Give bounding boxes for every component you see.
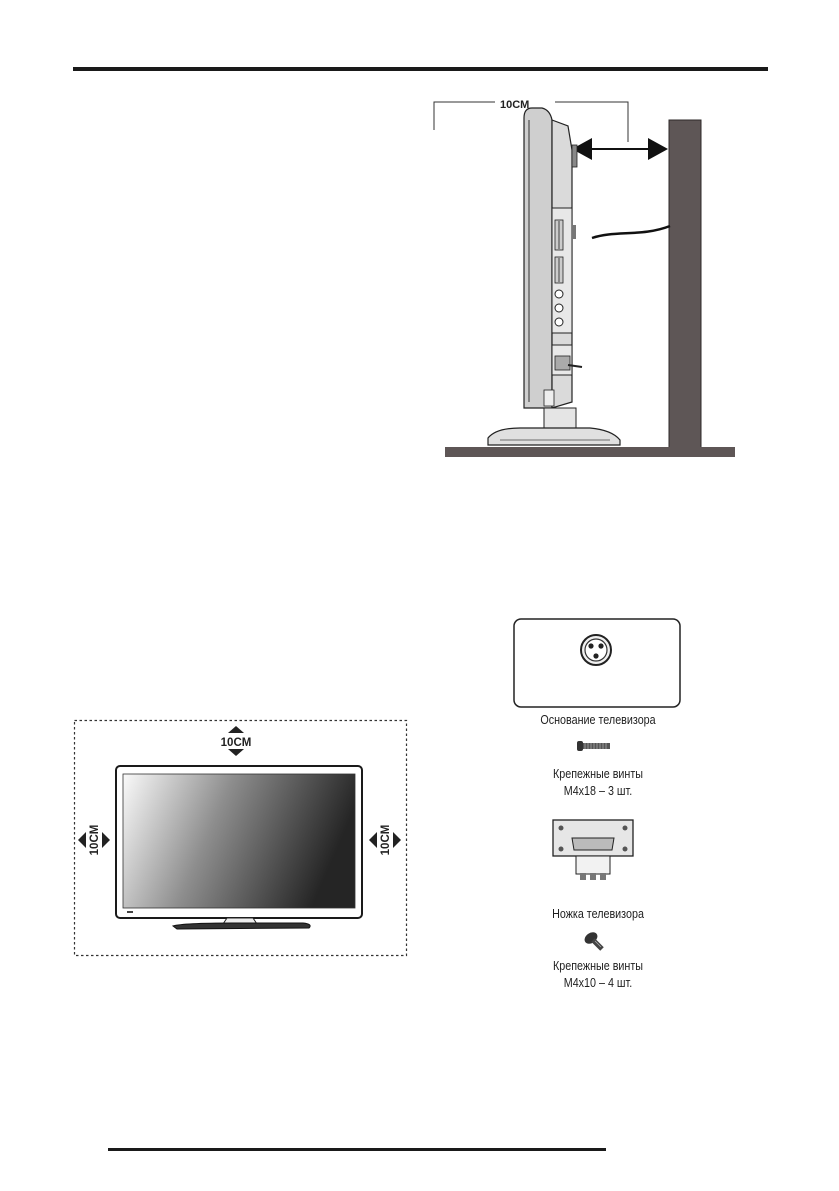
wall <box>668 119 702 454</box>
floor <box>445 447 735 457</box>
base-label: Основание телевизора <box>540 713 656 727</box>
screws-long-title: Крепежные винты <box>552 767 644 781</box>
clearance-right-marker: 10CM <box>369 825 401 856</box>
clearance-boundary <box>73 719 408 957</box>
power-cable <box>591 224 671 240</box>
bottom-rule <box>108 1148 606 1151</box>
side-gap-label: 10CM <box>500 99 529 111</box>
left-clearance-label: 10CM <box>89 825 101 856</box>
double-arrow-icon <box>572 138 668 160</box>
clearance-top-marker: 10CM <box>221 726 252 756</box>
screws-short-spec: M4x10 – 4 шт. <box>563 976 633 990</box>
stand-label: Ножка телевизора <box>552 907 644 921</box>
screws-long-spec: M4x18 – 3 шт. <box>563 784 633 798</box>
screw-short-icon <box>584 932 604 951</box>
right-clearance-label: 10CM <box>380 825 392 856</box>
tv-front-view <box>115 765 363 930</box>
screws-short-title: Крепежные винты <box>552 959 644 973</box>
top-rule <box>73 67 768 71</box>
screw-long-icon <box>577 741 610 751</box>
base-socket-icon <box>580 634 612 666</box>
tv-side-profile <box>487 107 621 446</box>
tv-stand-part <box>552 819 634 880</box>
top-clearance-label: 10CM <box>221 737 252 749</box>
tv-base-part <box>513 618 681 708</box>
clearance-left-marker: 10CM <box>78 825 110 856</box>
front-view-clearance-diagram: 10CM 10CM 10CM <box>73 719 408 957</box>
side-view-clearance-diagram: 10CM <box>433 99 735 457</box>
